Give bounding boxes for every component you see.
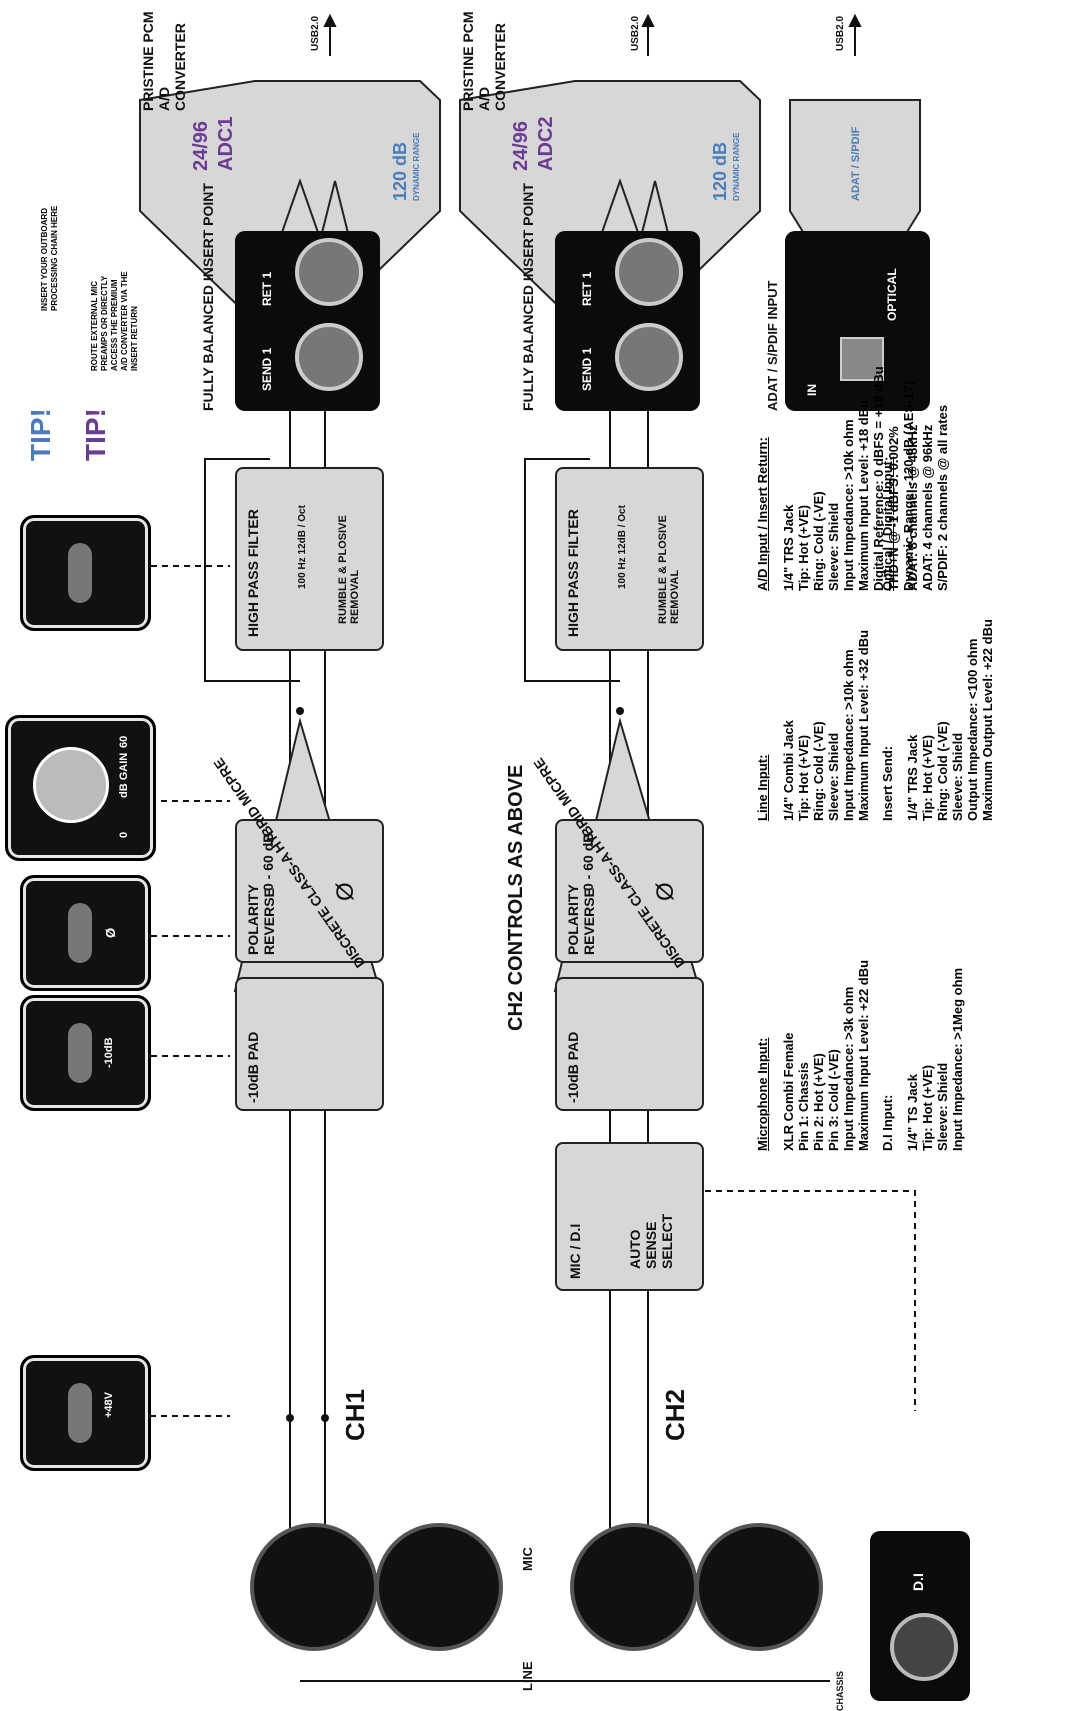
adat-usb: USB2.0 — [835, 15, 846, 51]
line-label: LINE — [520, 1661, 535, 1691]
ch2-xlr-combi[interactable] — [570, 1523, 698, 1651]
mic-label: MIC — [520, 1547, 535, 1571]
ch2-autosense-label: AUTO SENSE SELECT — [627, 1213, 675, 1269]
gain-knob-panel: 0 dB GAIN 60 — [5, 715, 156, 861]
ch1-line-jack[interactable] — [375, 1523, 503, 1651]
send-jack[interactable] — [295, 323, 363, 391]
phase-switch-panel: Ø — [20, 875, 151, 991]
ch1-hpf-desc: RUMBLE & PLOSIVE REMOVAL — [337, 515, 361, 624]
ch2-insert-block: SEND 1 RET 1 — [555, 231, 700, 411]
adc1-name: ADC1 — [215, 116, 237, 171]
ch2-return-label: RET 1 — [580, 271, 594, 306]
adc2-range-sub: DYNAMIC RANGE — [732, 132, 741, 201]
gain-knob[interactable] — [33, 747, 109, 823]
hpf-toggle[interactable] — [68, 543, 92, 603]
ch2-line-jack[interactable] — [695, 1523, 823, 1651]
ch2-pad-block: -10dB PAD — [555, 977, 704, 1111]
ch2-send-label: SEND 1 — [580, 347, 594, 391]
ch2-return-jack[interactable] — [615, 238, 683, 306]
spec-send-body: 1/4" TRS Jack Tip: Hot (+VE) Ring: Cold … — [905, 619, 995, 821]
spec-di-heading: D.I Input: — [880, 1094, 895, 1151]
ch2-phase-symbol: Ø — [652, 882, 679, 901]
phase-switch-label: Ø — [103, 927, 118, 938]
ch1-return-label: RET 1 — [260, 271, 274, 306]
ch2-autosense-block: MIC / D.I AUTO SENSE SELECT — [555, 1142, 704, 1291]
spec-ad-heading: A/D Input / Insert Return: — [755, 437, 770, 591]
ch1-hpf-label: HIGH PASS FILTER — [245, 509, 261, 637]
adc1-rate: 24/96 — [190, 120, 212, 171]
adc2-usb: USB2.0 — [630, 15, 641, 51]
spec-ad-body: 1/4" TRS Jack Tip: Hot (+VE) Ring: Cold … — [781, 366, 916, 591]
ch1-xlr-combi[interactable] — [250, 1523, 378, 1651]
chassis-label: CHASSIS — [835, 1670, 845, 1711]
di-jack[interactable] — [890, 1613, 958, 1681]
return-jack[interactable] — [295, 238, 363, 306]
phase-toggle[interactable] — [68, 903, 92, 963]
ch1-pad-block: -10dB PAD — [235, 977, 384, 1111]
ch2-hpf-desc: RUMBLE & PLOSIVE REMOVAL — [657, 515, 681, 624]
ch2-send-jack[interactable] — [615, 323, 683, 391]
ch2-hpf-label: HIGH PASS FILTER — [565, 509, 581, 637]
ch2-note: CH2 CONTROLS AS ABOVE — [505, 764, 527, 1031]
adat-optical-label: OPTICAL — [885, 268, 899, 321]
spec-line-body: 1/4" Combi Jack Tip: Hot (+VE) Ring: Col… — [781, 629, 871, 821]
phantom-switch-panel: +48V — [20, 1355, 151, 1471]
spec-mic-heading: Microphone Input: — [755, 1037, 770, 1151]
ch1-hpf-freq: 100 Hz 12dB / Oct — [297, 505, 308, 589]
phantom-label: +48V — [103, 1392, 115, 1418]
tip1-text: INSERT YOUR OUTBOARD PROCESSING CHAIN HE… — [40, 205, 59, 311]
spec-opt-heading: Optical / Digital Input: — [880, 456, 895, 591]
adc2-rate: 24/96 — [510, 120, 532, 171]
di-panel: D.I — [870, 1531, 970, 1701]
ch1-hpf-block: HIGH PASS FILTER 100 Hz 12dB / Oct RUMBL… — [235, 467, 384, 651]
gain-max: 60 — [118, 735, 130, 748]
pad-switch-panel: -10dB — [20, 995, 151, 1111]
adc1-range: 120 dB — [390, 141, 410, 201]
ch1-send-label: SEND 1 — [260, 347, 274, 391]
adc2-title: PRISTINE PCM A/D CONVERTER — [460, 11, 508, 111]
adc1-title: PRISTINE PCM A/D CONVERTER — [140, 11, 188, 111]
adat-output-label: ADAT / S/PDIF — [850, 126, 862, 201]
adc1-range-sub: DYNAMIC RANGE — [412, 132, 421, 201]
gain-min: 0 — [118, 831, 130, 838]
spec-opt-body: ADAT: 8 channels @ 48kHz ADAT: 4 channel… — [905, 404, 950, 591]
spec-di-body: 1/4" TS Jack Tip: Hot (+VE) Sleeve: Shie… — [905, 967, 965, 1151]
ch2-pad-label: -10dB PAD — [565, 1031, 581, 1103]
ch2-hpf-block: HIGH PASS FILTER 100 Hz 12dB / Oct RUMBL… — [555, 467, 704, 651]
spec-line-heading: Line Input: — [755, 754, 770, 821]
tip2-text: ROUTE EXTERNAL MIC PREAMPS OR DIRECTLY A… — [90, 271, 139, 371]
gain-unit: dB GAIN — [118, 752, 130, 798]
ch2-insert-title: FULLY BALANCED INSERT POINT — [520, 183, 536, 411]
phase-symbol: Ø — [332, 882, 359, 901]
di-label: D.I — [910, 1573, 926, 1591]
spec-mic-body: XLR Combi Female Pin 1: Chassis Pin 2: H… — [781, 959, 871, 1151]
adc2-name: ADC2 — [535, 116, 557, 171]
ch2-mic-di-label: MIC / D.I — [567, 1223, 583, 1279]
ch2-hpf-freq: 100 Hz 12dB / Oct — [617, 505, 628, 589]
phantom-toggle[interactable] — [68, 1383, 92, 1443]
hpf-switch-panel — [20, 515, 151, 631]
ch1-insert-title: FULLY BALANCED INSERT POINT — [200, 183, 216, 411]
ch1-insert-block: SEND 1 RET 1 — [235, 231, 380, 411]
pad-toggle[interactable] — [68, 1023, 92, 1083]
ch1-label: CH1 — [340, 1388, 370, 1441]
spec-send-heading: Insert Send: — [880, 745, 895, 821]
adc2-range: 120 dB — [710, 141, 730, 201]
pad-switch-label: -10dB — [103, 1037, 115, 1068]
specs-area: Microphone Input: XLR Combi Female Pin 1… — [755, 366, 1005, 1151]
ch1-pad-label: -10dB PAD — [245, 1031, 261, 1103]
adc1-usb: USB2.0 — [310, 15, 321, 51]
tip2-badge: TIP! — [80, 408, 111, 461]
tip1-badge: TIP! — [25, 408, 56, 461]
ch2-label: CH2 — [660, 1388, 690, 1441]
